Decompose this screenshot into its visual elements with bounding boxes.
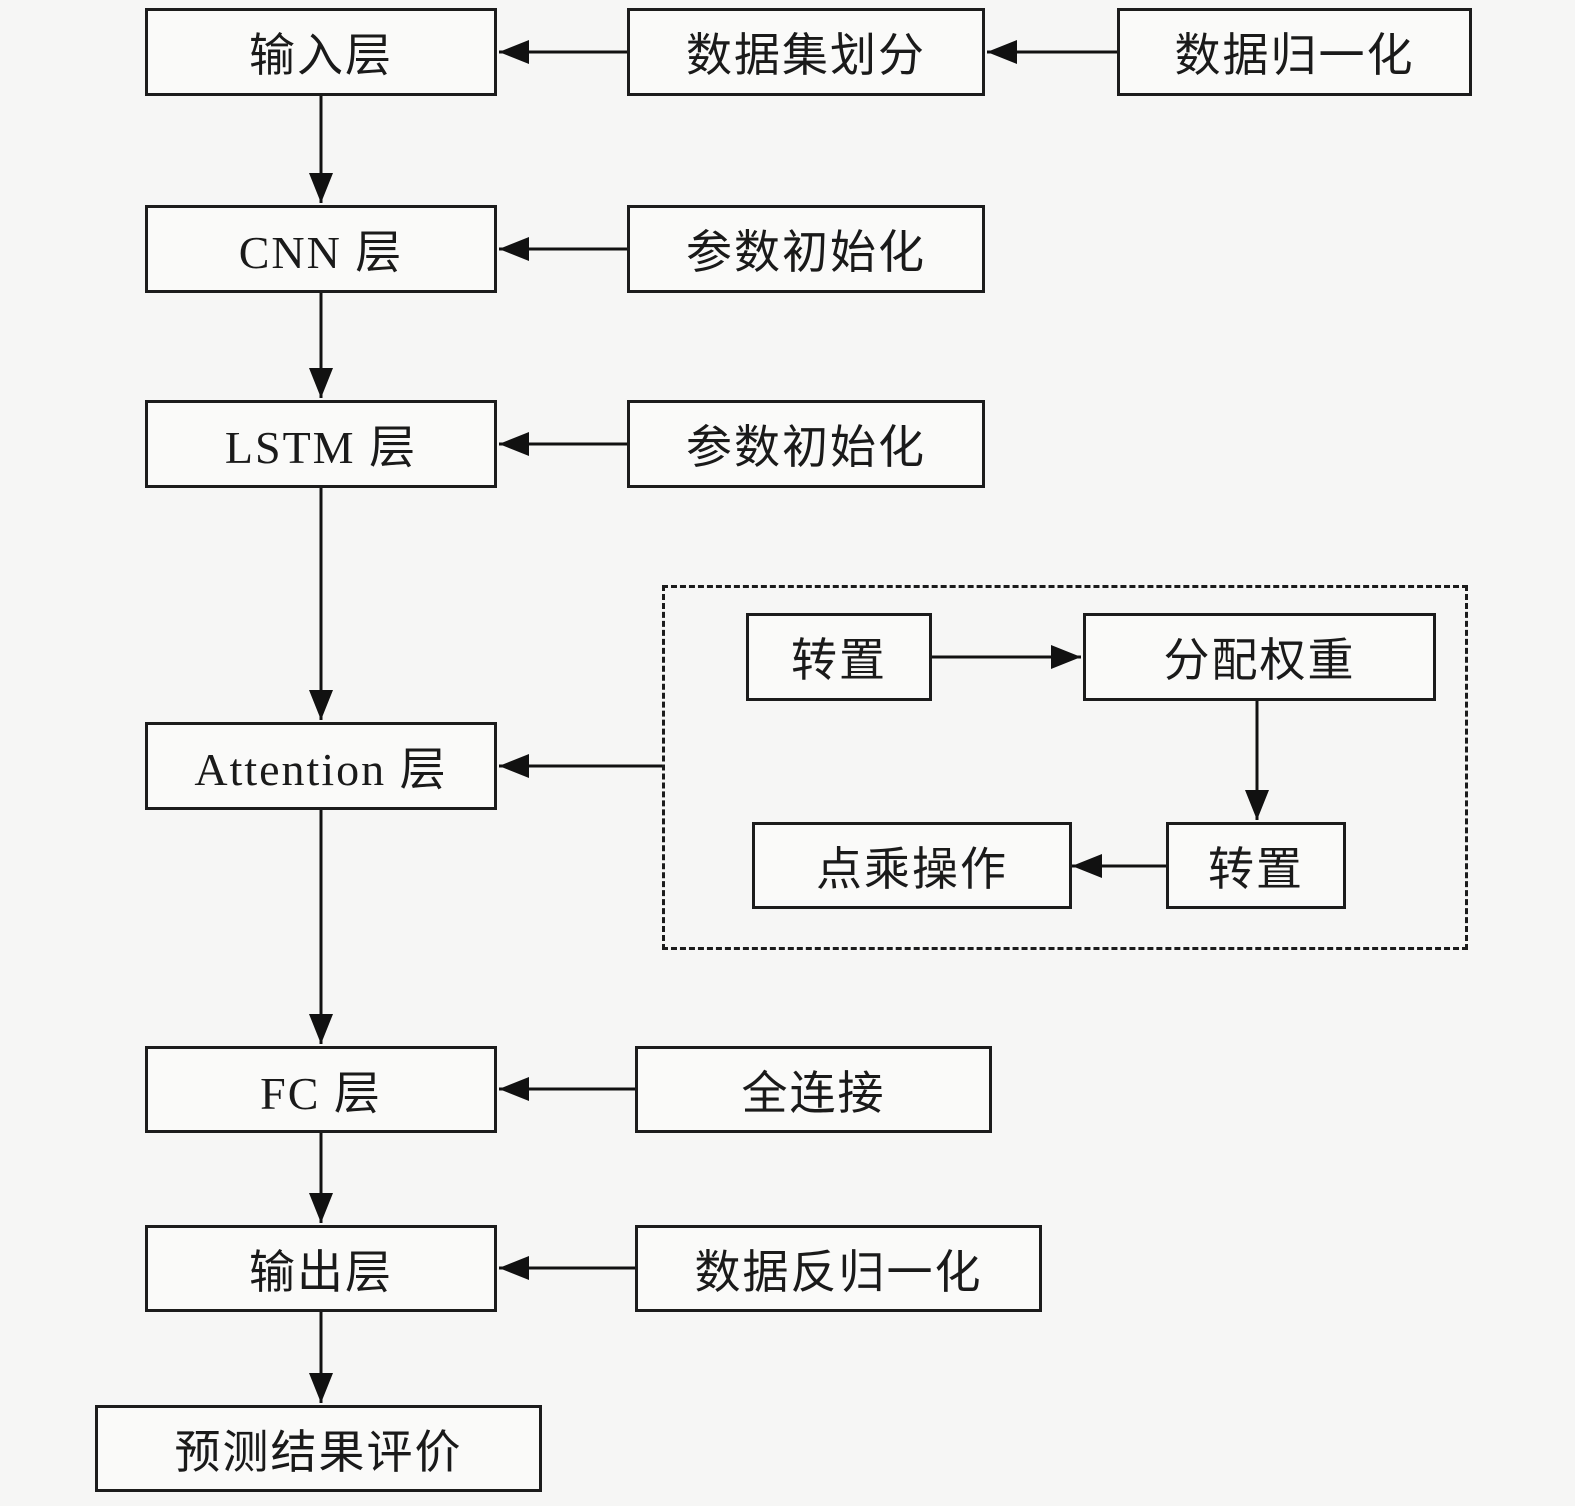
node-attention-layer: Attention 层 xyxy=(145,722,497,810)
node-dot-product-label: 点乘操作 xyxy=(816,843,1008,895)
node-dot-product: 点乘操作 xyxy=(752,822,1072,909)
node-assign-weights-label: 分配权重 xyxy=(1163,635,1356,686)
node-cnn-layer-label: CNN 层 xyxy=(238,227,404,278)
node-fc-layer-label: FC 层 xyxy=(260,1067,382,1119)
node-data-denormalization: 数据反归一化 xyxy=(635,1225,1042,1312)
node-param-init-lstm: 参数初始化 xyxy=(627,400,985,488)
node-fully-connected: 全连接 xyxy=(635,1046,992,1133)
node-dataset-split: 数据集划分 xyxy=(627,8,985,96)
node-lstm-layer-label: LSTM 层 xyxy=(224,422,418,473)
node-input-layer-label: 输入层 xyxy=(249,30,393,81)
attention-detail-group xyxy=(662,585,1468,950)
node-data-normalization: 数据归一化 xyxy=(1117,8,1472,96)
node-data-normalization-label: 数据归一化 xyxy=(1174,30,1415,81)
node-output-layer-label: 输出层 xyxy=(249,1246,393,1298)
node-transpose-1: 转置 xyxy=(746,613,932,701)
node-input-layer: 输入层 xyxy=(145,8,497,96)
node-transpose-2: 转置 xyxy=(1166,822,1346,909)
node-transpose-2-label: 转置 xyxy=(1208,843,1304,895)
node-fc-layer: FC 层 xyxy=(145,1046,497,1133)
node-cnn-layer: CNN 层 xyxy=(145,205,497,293)
node-param-init-cnn-label: 参数初始化 xyxy=(686,227,926,278)
node-fully-connected-label: 全连接 xyxy=(741,1067,886,1119)
node-assign-weights: 分配权重 xyxy=(1083,613,1436,701)
node-output-layer: 输出层 xyxy=(145,1225,497,1312)
node-prediction-evaluation: 预测结果评价 xyxy=(95,1405,542,1492)
node-prediction-evaluation-label: 预测结果评价 xyxy=(174,1426,463,1478)
node-param-init-lstm-label: 参数初始化 xyxy=(686,422,926,473)
node-dataset-split-label: 数据集划分 xyxy=(686,30,926,81)
node-lstm-layer: LSTM 层 xyxy=(145,400,497,488)
node-data-denormalization-label: 数据反归一化 xyxy=(694,1246,983,1298)
node-transpose-1-label: 转置 xyxy=(791,635,887,686)
node-param-init-cnn: 参数初始化 xyxy=(627,205,985,293)
node-attention-layer-label: Attention 层 xyxy=(194,744,448,795)
